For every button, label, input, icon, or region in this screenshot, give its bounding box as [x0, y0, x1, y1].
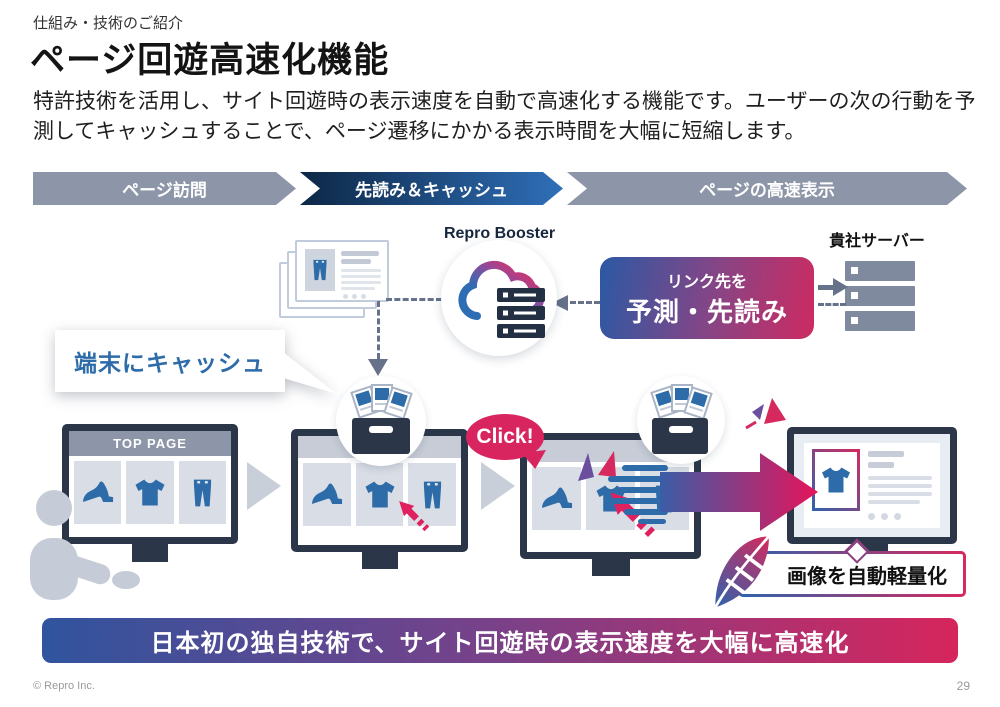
page-thumbnail [305, 249, 335, 291]
top-page-header: TOP PAGE [69, 431, 231, 456]
cloud-server-stack [497, 288, 545, 338]
slide-description: 特許技術を活用し、サイト回遊時の表示速度を自動で高速化する機能です。ユーザーの次… [33, 90, 976, 143]
slide-eyebrow: 仕組み・技術のご紹介 [33, 15, 184, 32]
arrowhead-down-icon [368, 359, 388, 376]
cache-box-node-1 [336, 376, 426, 466]
cache-box-node-2 [637, 376, 725, 464]
speed-arrow-icon [608, 453, 818, 531]
prediction-box: リンク先を 予測・先読み [600, 257, 814, 339]
monitor-detail-page [787, 427, 957, 544]
step-fast-display: ページの高速表示 [567, 172, 967, 205]
dash-box-to-cloud [570, 301, 600, 304]
step-prefetch-cache: 先読み＆キャッシュ [300, 172, 563, 205]
step-label: ページの高速表示 [699, 181, 835, 200]
page-number: 29 [956, 679, 970, 693]
cursor-icon [396, 498, 434, 536]
page-card-front [295, 240, 389, 302]
page-title: ページ回遊高速化機能 [30, 41, 390, 80]
impact-spark-icon [745, 398, 786, 430]
step-page-visit: ページ訪問 [33, 172, 296, 205]
product-tile [532, 467, 581, 530]
shoe-icon [308, 480, 346, 509]
dash-down-to-cache [377, 301, 380, 359]
flow-arrow-icon [481, 462, 515, 510]
product-tile [355, 463, 404, 526]
click-spark-icon [578, 451, 616, 481]
prediction-line2: 予測・先読み [625, 297, 788, 327]
cache-speech-bubble: 端末にキャッシュ [55, 330, 355, 410]
product-tile [303, 463, 351, 526]
prediction-line1: リンク先を [666, 274, 747, 291]
product-image-frame [812, 449, 860, 511]
cache-box-icon [352, 418, 410, 454]
pants-icon [192, 477, 213, 509]
server-label: 貴社サーバー [829, 233, 925, 250]
server-icon [845, 261, 915, 331]
monitor-stand [132, 544, 168, 562]
bottom-banner: 日本初の独自技術で、サイト回遊時の表示速度を大幅に高速化 [42, 618, 958, 663]
tshirt-icon [363, 480, 397, 509]
monitor-stand [592, 559, 630, 576]
click-badge: Click! [466, 414, 544, 460]
cache-bubble-label: 端末にキャッシュ [55, 330, 285, 392]
monitor-stand [362, 552, 398, 569]
product-tile [74, 461, 122, 524]
person-figure [30, 490, 140, 600]
product-tile [178, 461, 226, 524]
copyright: © Repro Inc. [33, 680, 95, 692]
step-label: ページ訪問 [122, 181, 207, 200]
detail-page-panel [804, 443, 940, 528]
feather-icon [714, 535, 770, 609]
tshirt-icon [820, 466, 852, 494]
arrowhead-right-icon [833, 278, 848, 296]
step-label: 先読み＆キャッシュ [355, 181, 508, 200]
image-optimize-label: 画像を自動軽量化 [741, 554, 963, 594]
bubble-tail [283, 352, 337, 394]
monitor-top-page: TOP PAGE [62, 424, 238, 544]
shoe-icon [538, 484, 576, 513]
product-tile [126, 461, 174, 524]
cloud-server-icon [458, 260, 545, 338]
booster-label: Repro Booster [443, 225, 556, 242]
dash-cloud-left [386, 298, 442, 301]
flow-arrow-icon [247, 462, 281, 510]
pants-icon [312, 258, 328, 282]
cache-box-icon [652, 418, 708, 454]
dash-server-return [818, 303, 846, 306]
repro-booster-node [441, 240, 557, 356]
arrow-box-to-server-shaft [818, 285, 834, 290]
